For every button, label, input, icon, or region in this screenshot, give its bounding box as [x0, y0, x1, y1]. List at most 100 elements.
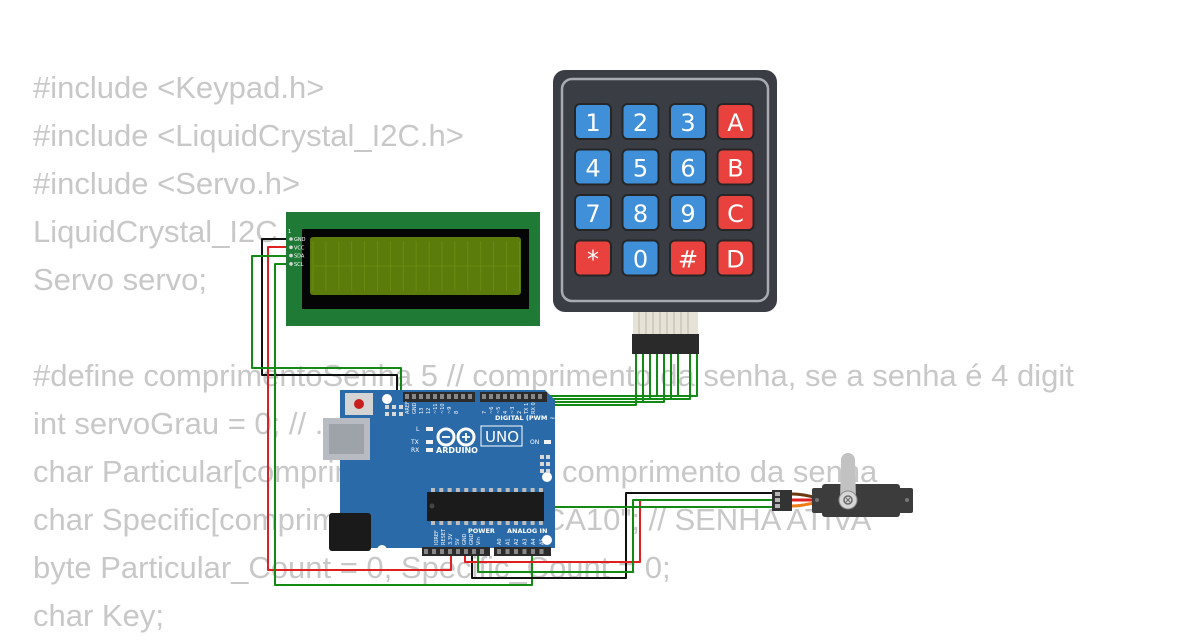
header-hole[interactable]	[424, 549, 428, 554]
header-hole[interactable]	[432, 549, 436, 554]
wire-lcd-gnd	[261, 238, 398, 392]
digital-pin-label: ~11	[433, 403, 439, 414]
header-hole[interactable]	[505, 549, 510, 554]
analog-pin-label: A4	[531, 538, 537, 545]
analog-pin-label: A2	[514, 538, 520, 545]
keypad-key-6[interactable]: 6	[669, 148, 707, 186]
keypad-key-7[interactable]: 7	[574, 194, 612, 231]
keypad-key-4[interactable]: 4	[574, 148, 612, 186]
header-hole[interactable]	[514, 549, 518, 554]
keypad-key-cap[interactable]	[716, 194, 755, 231]
keypad-key-d[interactable]: D	[716, 239, 755, 277]
power-pin-label: 3.3V	[448, 533, 454, 545]
header-hole[interactable]	[468, 394, 472, 399]
header-hole[interactable]	[522, 549, 527, 554]
led-tx	[426, 440, 433, 444]
header-hole[interactable]	[517, 394, 521, 399]
header-hole[interactable]	[496, 394, 500, 399]
header-hole[interactable]	[538, 394, 542, 399]
keypad-key-9[interactable]: 9	[669, 194, 707, 231]
digital-pin-label: RX 0	[531, 402, 537, 414]
keypad-key-cap[interactable]	[621, 194, 660, 231]
power-pin-label: Vin	[476, 537, 482, 545]
keypad-key-cap[interactable]	[621, 148, 660, 186]
keypad-key-cap[interactable]	[621, 239, 660, 277]
mounting-hole	[542, 535, 552, 545]
header-hole[interactable]	[531, 394, 535, 399]
rx-label: RX	[411, 447, 419, 454]
wire-lcd-sda	[251, 255, 402, 392]
header-hole[interactable]	[456, 549, 460, 554]
lcd-pin-vcc[interactable]	[289, 245, 293, 250]
keypad-key-cap[interactable]	[669, 239, 707, 277]
header-pin-holes	[405, 394, 542, 399]
digital-pin-label: GND	[412, 402, 418, 414]
keypad-key-hash[interactable]: #	[669, 239, 707, 277]
header-hole[interactable]	[480, 549, 484, 554]
keypad-key-label: 0	[633, 246, 648, 274]
header-hole[interactable]	[472, 549, 476, 554]
header-hole[interactable]	[539, 549, 544, 554]
digital-pin-label: ~5	[496, 407, 502, 414]
keypad-key-cap[interactable]	[669, 194, 707, 231]
header-hole[interactable]	[482, 394, 486, 399]
lcd-pin-sda[interactable]	[289, 253, 293, 258]
analog-pin-label: A0	[497, 538, 503, 545]
keypad-key-cap[interactable]	[574, 239, 612, 277]
keypad-key-a[interactable]: A	[716, 103, 755, 140]
keypad-key-cap[interactable]	[716, 148, 755, 186]
keypad-key-0[interactable]: 0	[621, 239, 660, 277]
mounting-hole	[542, 472, 552, 482]
keypad-key-cap[interactable]	[669, 148, 707, 186]
keypad-key-8[interactable]: 8	[621, 194, 660, 231]
header-hole[interactable]	[433, 394, 437, 399]
keypad-key-3[interactable]: 3	[669, 103, 707, 140]
header-hole[interactable]	[426, 394, 430, 399]
header-hole[interactable]	[447, 394, 451, 399]
keypad-key-label: #	[678, 246, 698, 274]
header-hole[interactable]	[524, 394, 528, 399]
keypad-key-cap[interactable]	[716, 103, 755, 140]
keypad-key-5[interactable]: 5	[621, 148, 660, 186]
header-hole[interactable]	[464, 549, 468, 554]
lcd-pin-scl[interactable]	[289, 262, 293, 266]
digital-pin-label: 2	[517, 411, 523, 414]
header-hole[interactable]	[503, 394, 507, 399]
lcd-pin-gnd[interactable]	[289, 237, 293, 241]
keypad-key-label: 2	[633, 109, 648, 137]
reset-button-cap[interactable]	[354, 399, 364, 409]
keypad-key-cap[interactable]	[716, 239, 755, 277]
keypad-key-2[interactable]: 2	[621, 103, 660, 140]
keypad-key-cap[interactable]	[669, 103, 707, 140]
servo-motor	[772, 453, 913, 517]
usb-connector-inner	[329, 424, 364, 454]
header-hole[interactable]	[510, 394, 514, 399]
header-hole[interactable]	[448, 549, 452, 554]
header-hole[interactable]	[497, 549, 501, 554]
keypad-key-star[interactable]: *	[574, 239, 612, 277]
keypad-key-cap[interactable]	[621, 103, 660, 140]
header-hole[interactable]	[531, 549, 535, 554]
keypad-key-b[interactable]: B	[716, 148, 755, 186]
keypad-key-cap[interactable]	[574, 148, 612, 186]
keypad-key-1[interactable]: 1	[574, 103, 612, 140]
header-hole[interactable]	[412, 394, 416, 399]
header-hole[interactable]	[440, 549, 444, 554]
keypad-key-c[interactable]: C	[716, 194, 755, 231]
keypad-key-cap[interactable]	[574, 194, 612, 231]
lcd-pin-number: 1	[288, 229, 291, 235]
header-hole[interactable]	[454, 394, 458, 399]
digital-label: DIGITAL (PWM ~)	[495, 414, 558, 422]
wire-keypad-to-arduino	[528, 350, 679, 397]
header-hole[interactable]	[489, 394, 493, 399]
digital-pin-label: ~3	[510, 407, 516, 414]
header-hole[interactable]	[440, 394, 444, 399]
keypad-key-cap[interactable]	[574, 103, 612, 140]
header-hole[interactable]	[405, 394, 409, 399]
header-hole[interactable]	[461, 394, 465, 399]
header-hole[interactable]	[419, 394, 423, 399]
